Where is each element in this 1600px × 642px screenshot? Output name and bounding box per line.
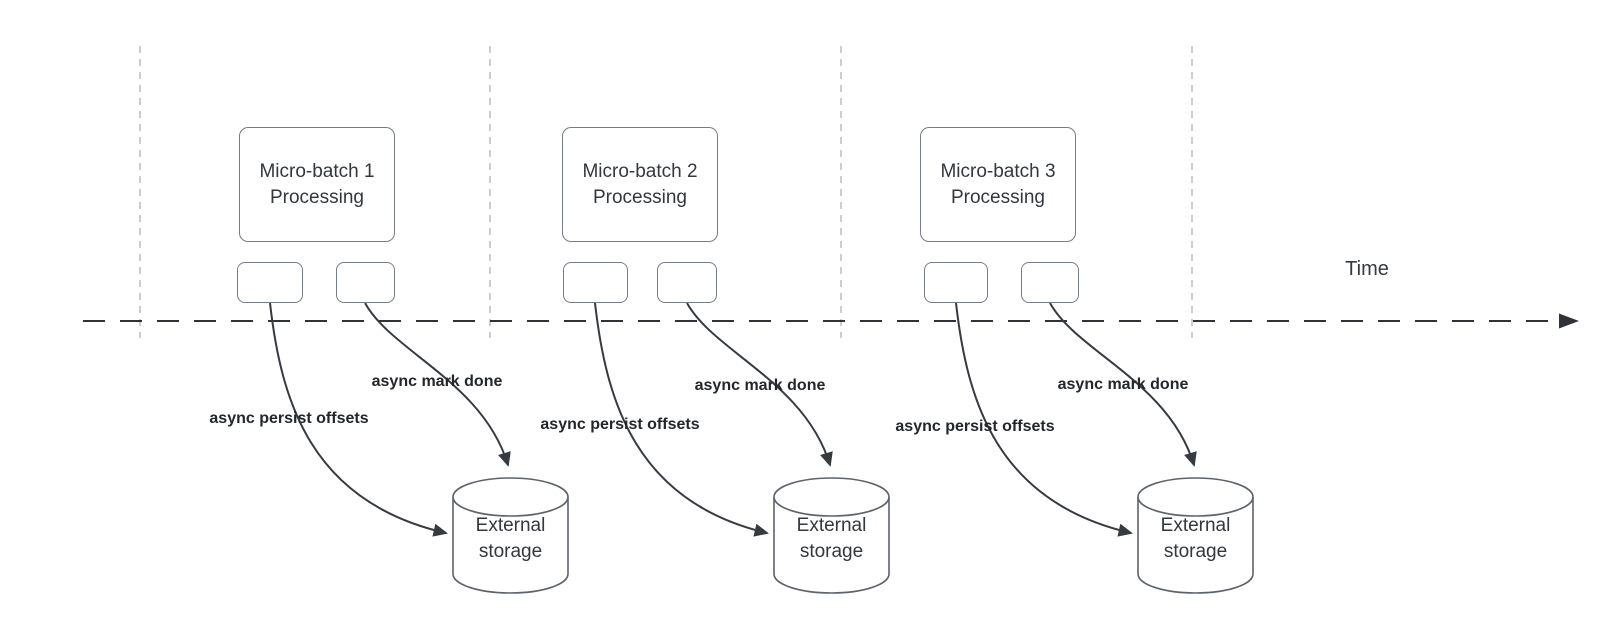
time-axis-label: Time [1345,258,1389,280]
persist-offsets-arrow-3 [955,302,1133,537]
offset-box-left-1 [237,262,303,303]
processing-box-1: Micro-batch 1 Processing [239,127,395,242]
persist-offsets-arrow-1 [269,302,448,537]
cylinder-shape-icon [452,477,569,594]
mark-done-label-2: async mark done [694,377,826,394]
processing-box-3: Micro-batch 3 Processing [920,127,1076,242]
processing-box-2: Micro-batch 2 Processing [562,127,718,242]
storage-cylinder-3: External storage [1137,477,1254,594]
offset-box-left-3 [924,262,988,303]
storage-label-1: External storage [475,515,546,562]
cylinder-shape-icon [1137,477,1254,594]
persist-offsets-label-2: async persist offsets [540,416,700,433]
persist-offsets-label-1: async persist offsets [209,410,369,427]
offset-box-right-3 [1021,262,1079,303]
offset-box-left-2 [563,262,628,303]
persist-offsets-label-3: async persist offsets [895,418,1055,435]
cylinder-shape-icon [773,477,890,594]
offset-box-right-1 [336,262,395,303]
mark-done-arrow-3 [1049,302,1197,467]
time-axis [83,313,1579,329]
persist-offsets-arrow-2 [594,302,769,537]
batch-boundary-guides [139,46,1193,338]
time-axis-arrowhead-icon [1559,313,1579,329]
mark-done-arrow-2 [686,302,833,467]
mark-done-label-1: async mark done [371,373,503,390]
offset-box-right-2 [657,262,717,303]
storage-label-3: External storage [1160,515,1231,562]
storage-cylinder-1: External storage [452,477,569,594]
mark-done-arrow-1 [364,302,511,467]
mark-done-label-3: async mark done [1057,376,1189,393]
storage-cylinder-2: External storage [773,477,890,594]
storage-label-2: External storage [796,515,867,562]
